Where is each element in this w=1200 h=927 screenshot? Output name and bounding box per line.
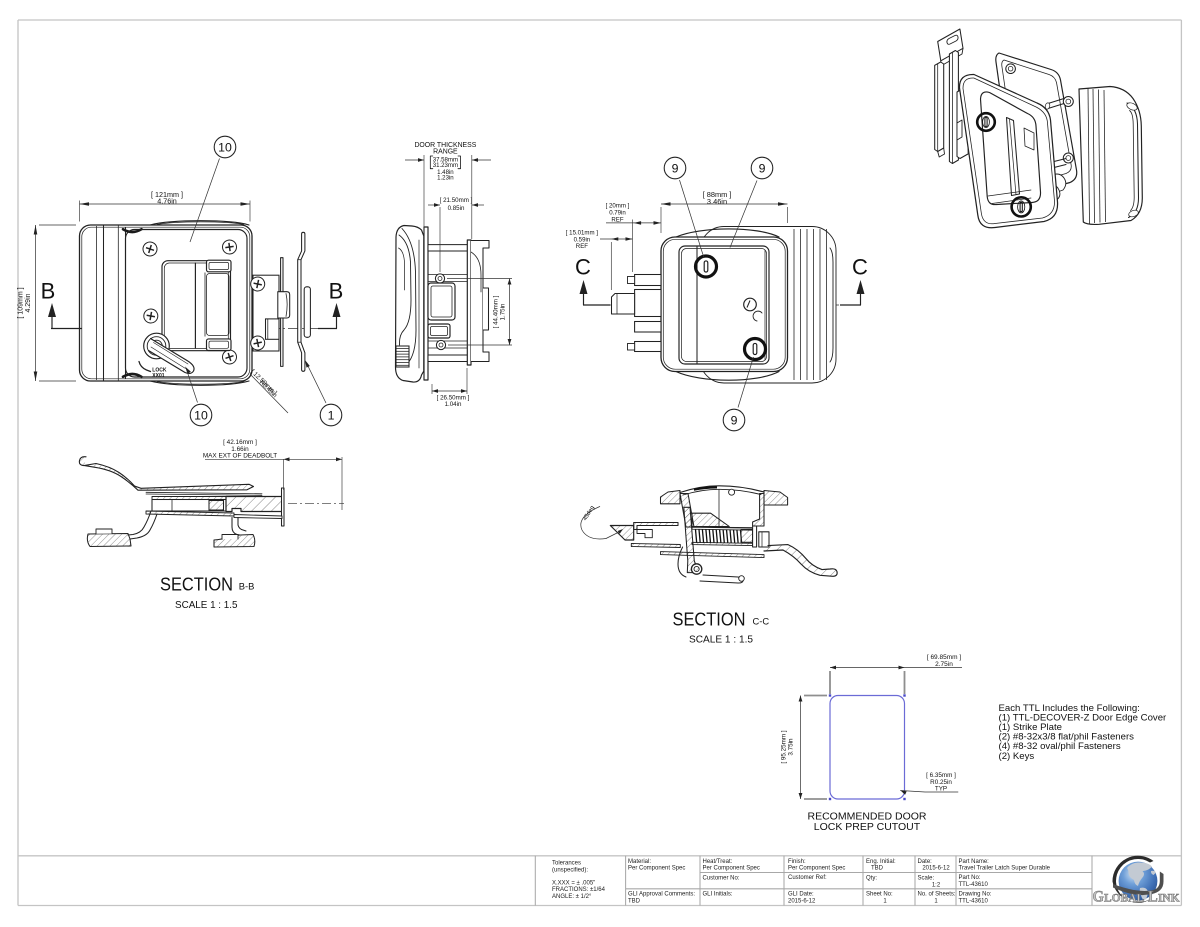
svg-text:[ 69.85mm ]: [ 69.85mm ] — [927, 654, 962, 661]
svg-text:1.23in: 1.23in — [437, 174, 454, 181]
svg-text:C: C — [575, 255, 591, 280]
svg-text:(2) #8-32x3/8 flat/phil Fasten: (2) #8-32x3/8 flat/phil Fasteners — [999, 732, 1135, 743]
svg-text:TYP: TYP — [935, 786, 947, 793]
svg-text:[ 21.50mm ]: [ 21.50mm ] — [440, 197, 473, 204]
svg-text:0.85in: 0.85in — [448, 205, 465, 212]
svg-text:SECTION: SECTION — [160, 575, 233, 596]
svg-text:[ 15.01mm ]: [ 15.01mm ] — [566, 229, 598, 236]
svg-text:[ 26.50mm ]: [ 26.50mm ] — [437, 395, 470, 402]
svg-text:Per Component Spec: Per Component Spec — [703, 866, 760, 872]
svg-text:1:2: 1:2 — [932, 882, 941, 888]
svg-text:Per Component Spec: Per Component Spec — [628, 866, 685, 872]
svg-text:B: B — [329, 279, 344, 304]
svg-text:(1) Strike Plate: (1) Strike Plate — [999, 722, 1062, 733]
svg-text:1: 1 — [934, 898, 938, 904]
svg-text:Material:: Material: — [628, 859, 651, 865]
svg-text:9: 9 — [731, 413, 738, 427]
svg-text:(1) TTL-DECOVER-Z Door Edge Co: (1) TTL-DECOVER-Z Door Edge Cover — [999, 713, 1168, 724]
svg-text:Heat/Treat:: Heat/Treat: — [703, 859, 733, 865]
svg-text:TBD: TBD — [871, 866, 884, 872]
svg-text:10: 10 — [218, 140, 232, 154]
svg-text:1: 1 — [328, 408, 335, 422]
svg-text:[ 6.35mm ]: [ 6.35mm ] — [926, 772, 956, 779]
svg-text:C-C: C-C — [753, 616, 770, 627]
svg-text:[ 109mm ]: [ 109mm ] — [18, 287, 25, 318]
svg-text:RECOMMENDED DOOR: RECOMMENDED DOOR — [807, 811, 926, 823]
svg-text:10: 10 — [194, 408, 208, 422]
svg-text:(2) Keys: (2) Keys — [999, 751, 1035, 762]
svg-text:Part No:: Part No: — [959, 875, 981, 881]
svg-text:1.04in: 1.04in — [445, 401, 462, 408]
svg-text:Per Component Spec: Per Component Spec — [788, 866, 845, 872]
svg-text:LOCK: LOCK — [152, 368, 167, 374]
svg-text:Part Name:: Part Name: — [959, 859, 990, 865]
svg-text:37.58mm: 37.58mm — [433, 156, 458, 163]
svg-text:Tolerances: Tolerances — [552, 861, 581, 867]
svg-text:X.XXX = ± .005": X.XXX = ± .005" — [552, 881, 595, 887]
svg-text:9: 9 — [759, 161, 766, 175]
svg-text:[ 95.25mm ]: [ 95.25mm ] — [781, 730, 788, 763]
svg-text:RANGE: RANGE — [433, 148, 458, 155]
svg-text:GLI Approval Comments:: GLI Approval Comments: — [628, 892, 695, 898]
svg-text:Each TTL Includes the Followin: Each TTL Includes the Following: — [999, 703, 1140, 714]
svg-text:SCALE 1 : 1.5: SCALE 1 : 1.5 — [175, 600, 238, 611]
svg-text:1.66in: 1.66in — [231, 446, 249, 453]
svg-text:Eng. Initial:: Eng. Initial: — [866, 859, 896, 865]
svg-text:Travel Trailer Latch Super Dur: Travel Trailer Latch Super Durable — [959, 866, 1051, 872]
svg-text:[ 44.40mm ]: [ 44.40mm ] — [493, 295, 500, 328]
svg-text:1.75in: 1.75in — [500, 303, 507, 320]
svg-text:ANGLE: ± 1/2°: ANGLE: ± 1/2° — [552, 894, 592, 900]
svg-text:REF: REF — [576, 243, 588, 250]
svg-text:LOCK PREP CUTOUT: LOCK PREP CUTOUT — [814, 821, 921, 833]
svg-text:31.23mm: 31.23mm — [433, 162, 458, 169]
svg-text:REF: REF — [611, 216, 623, 223]
svg-text:TBD: TBD — [628, 898, 641, 904]
svg-text:Drawing No:: Drawing No: — [959, 892, 992, 898]
svg-text:Sheet No:: Sheet No: — [866, 892, 893, 898]
svg-text:2015-6-12: 2015-6-12 — [788, 898, 816, 904]
svg-text:Customer Ref:: Customer Ref: — [788, 875, 827, 881]
svg-text:2.75in: 2.75in — [935, 661, 953, 668]
svg-text:3.46in: 3.46in — [707, 197, 727, 206]
svg-text:Finish:: Finish: — [788, 859, 806, 865]
svg-text:Scale:: Scale: — [918, 876, 935, 882]
svg-text:1.48in: 1.48in — [437, 169, 454, 176]
svg-text:GLI Initials:: GLI Initials: — [703, 892, 733, 898]
svg-text:Customer No:: Customer No: — [703, 876, 740, 882]
svg-text:Date:: Date: — [918, 859, 933, 865]
svg-text:2015-6-12: 2015-6-12 — [922, 866, 950, 872]
svg-text:SCALE 1 : 1.5: SCALE 1 : 1.5 — [689, 635, 753, 646]
svg-text:0.59in: 0.59in — [574, 236, 591, 243]
svg-text:GLOBAL LINK: GLOBAL LINK — [1093, 889, 1181, 906]
svg-text:B: B — [41, 279, 56, 304]
svg-text:[ 20mm ]: [ 20mm ] — [606, 203, 630, 210]
svg-text:No. of Sheets:: No. of Sheets: — [918, 892, 956, 898]
svg-text:TTL-43610: TTL-43610 — [959, 882, 989, 888]
svg-text:1: 1 — [883, 898, 887, 904]
svg-text:TTL-43610: TTL-43610 — [959, 898, 989, 904]
svg-text:DOOR THICKNESS: DOOR THICKNESS — [414, 142, 476, 149]
svg-text:[ 88mm ]: [ 88mm ] — [703, 190, 732, 199]
svg-text:(4) #8-32 oval/phil Fasteners: (4) #8-32 oval/phil Fasteners — [999, 741, 1121, 752]
svg-text:SECTION: SECTION — [673, 610, 746, 631]
svg-text:4.76in: 4.76in — [157, 197, 177, 206]
svg-text:R0.25in: R0.25in — [930, 779, 952, 786]
svg-text:0.79in: 0.79in — [609, 209, 626, 216]
svg-text:[ 121mm ]: [ 121mm ] — [151, 190, 183, 199]
svg-text:FRACTIONS: ±1/64: FRACTIONS: ±1/64 — [552, 887, 606, 893]
svg-text:9: 9 — [672, 161, 679, 175]
svg-text:Qty:: Qty: — [866, 876, 877, 882]
svg-text:GLI Date:: GLI Date: — [788, 892, 814, 898]
svg-text:MAX EXT OF DEADBOLT: MAX EXT OF DEADBOLT — [203, 452, 277, 459]
svg-text:3.75in: 3.75in — [788, 738, 795, 756]
svg-text:XX01: XX01 — [152, 373, 164, 379]
svg-text:C: C — [852, 255, 868, 280]
svg-text:B-B: B-B — [239, 580, 255, 591]
svg-text:(unspecified):: (unspecified): — [552, 867, 588, 873]
svg-text:[ 42.16mm ]: [ 42.16mm ] — [223, 439, 257, 446]
svg-text:4.29in: 4.29in — [25, 293, 32, 312]
